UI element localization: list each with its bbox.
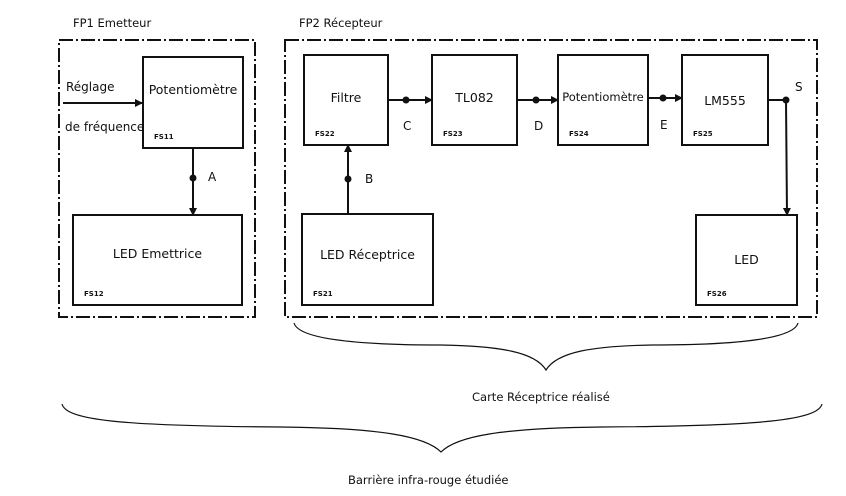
block-code: FS25 xyxy=(693,130,713,138)
block-fs12: LED Emettrice FS12 xyxy=(72,214,243,306)
block-title: LED Emettrice xyxy=(112,246,203,261)
signal-e-node xyxy=(659,94,667,102)
block-title: Potentiomètre xyxy=(562,90,644,104)
signal-b-label: B xyxy=(365,172,374,186)
signal-b-node xyxy=(344,175,352,183)
block-fs21: LED Réceptrice FS21 xyxy=(301,213,434,306)
block-fs25: LM555 FS25 xyxy=(681,54,769,146)
block-fs24: Potentiomètre FS24 xyxy=(557,54,649,146)
signal-a-node xyxy=(189,174,197,182)
signal-e-label: E xyxy=(660,118,668,132)
block-title: LM555 xyxy=(704,93,746,108)
barrier-brace xyxy=(61,403,823,453)
barrier-caption: Barrière infra-rouge étudiée xyxy=(348,473,509,487)
signal-d-label: D xyxy=(534,119,544,133)
block-title: TL082 xyxy=(455,90,494,105)
block-code: FS22 xyxy=(315,130,335,138)
block-fs23: TL082 FS23 xyxy=(431,54,518,146)
signal-c-node xyxy=(402,96,410,104)
fp1-frame xyxy=(58,39,256,318)
fp2-label: FP2 Récepteur xyxy=(299,16,383,30)
block-code: FS24 xyxy=(569,130,589,138)
block-code: FS26 xyxy=(707,290,727,298)
receiver-card-brace xyxy=(293,322,799,372)
block-fs26: LED FS26 xyxy=(695,214,798,306)
signal-s-node xyxy=(782,96,790,104)
fp1-label: FP1 Emetteur xyxy=(73,16,152,30)
block-title: LED xyxy=(734,252,759,267)
receiver-card-caption: Carte Réceptrice réalisé xyxy=(472,390,610,404)
block-code: FS11 xyxy=(154,133,174,141)
input-label-line2: de fréquence xyxy=(65,120,145,134)
fp2-frame xyxy=(284,39,818,318)
signal-d-node xyxy=(532,96,540,104)
block-code: FS23 xyxy=(443,130,463,138)
input-label-line1: Réglage xyxy=(66,80,115,94)
block-title: LED Réceptrice xyxy=(320,247,415,262)
block-title: Filtre xyxy=(330,90,362,105)
block-fs11: Potentiomètre FS11 xyxy=(142,56,244,149)
block-fs22: Filtre FS22 xyxy=(303,54,389,146)
signal-c-label: C xyxy=(403,119,412,133)
block-title: Potentiomètre xyxy=(148,82,238,97)
block-code: FS21 xyxy=(313,290,333,298)
signal-s-label: S xyxy=(795,80,803,94)
signal-a-label: A xyxy=(208,170,217,184)
block-code: FS12 xyxy=(84,290,104,298)
signal-s-wire xyxy=(768,99,791,216)
